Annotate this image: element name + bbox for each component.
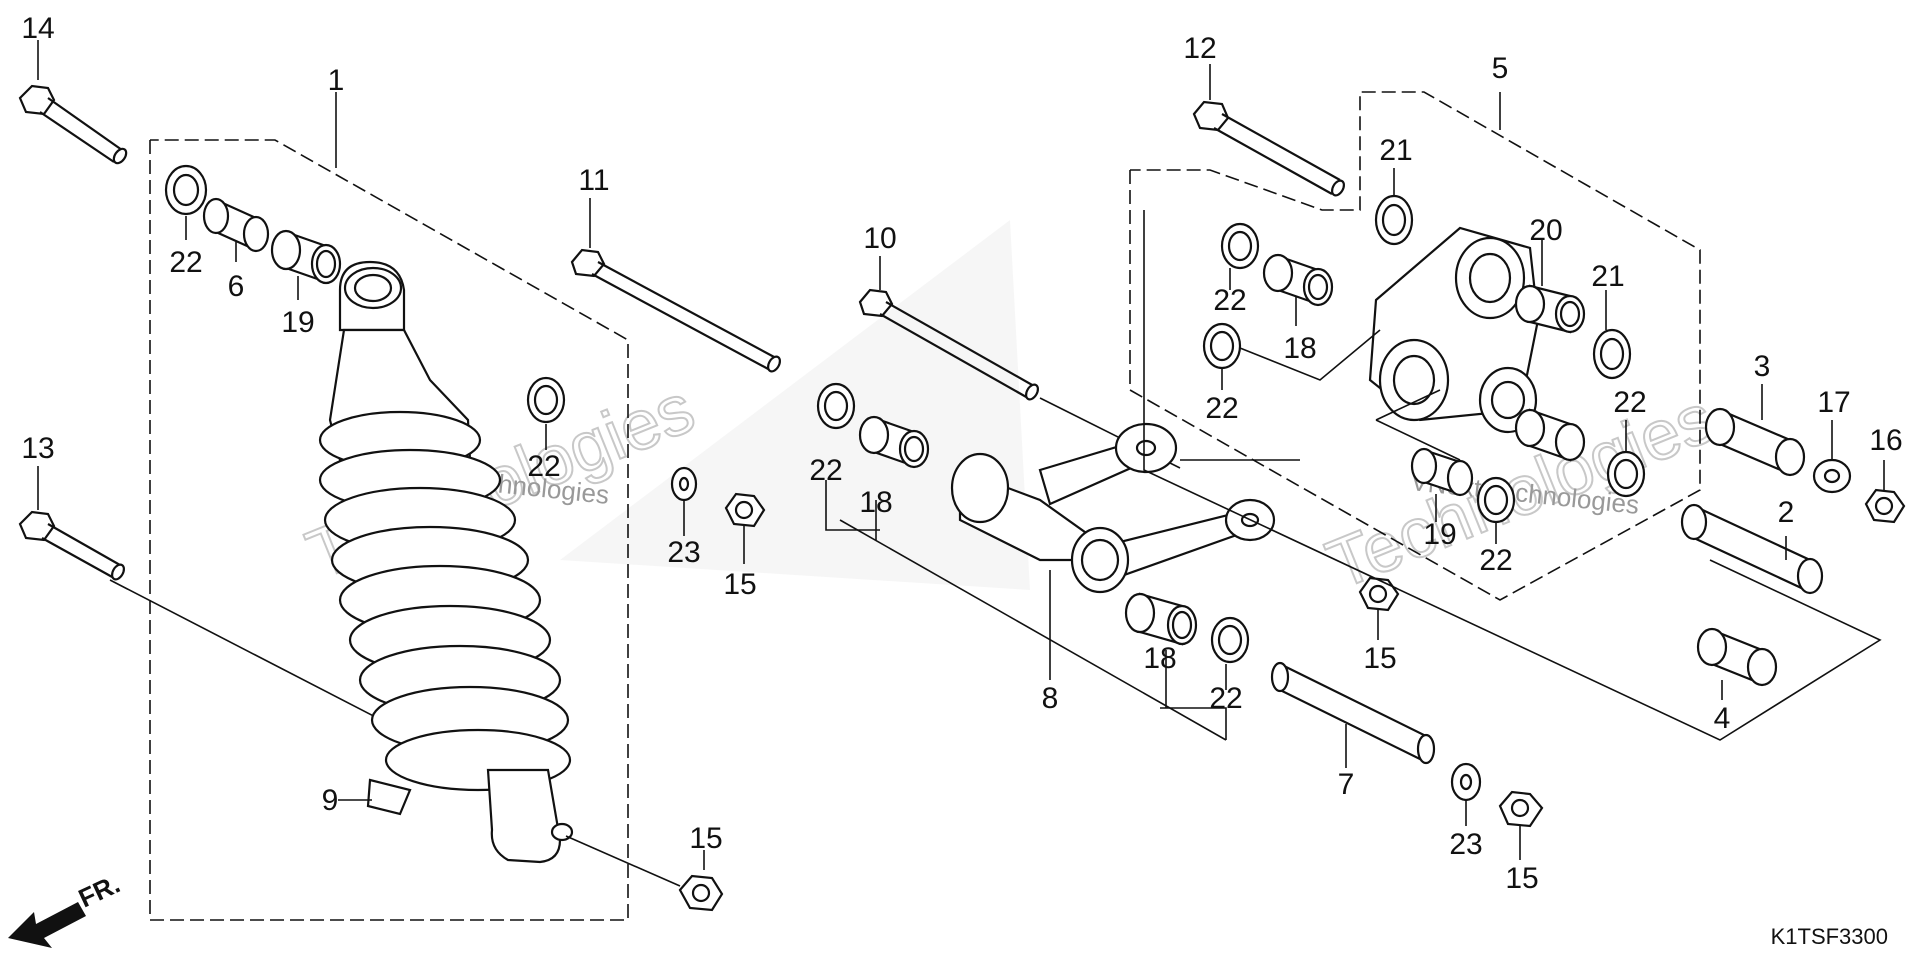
nut-15-lower bbox=[678, 874, 724, 912]
bearing-20 bbox=[1514, 284, 1586, 334]
clip-9 bbox=[366, 778, 412, 816]
rear-shock-absorber bbox=[318, 260, 574, 864]
callout-19: 19 bbox=[281, 306, 314, 339]
nut-15-upper bbox=[724, 492, 766, 528]
callout-1: 1 bbox=[328, 64, 345, 97]
callout-18: 18 bbox=[1143, 642, 1176, 675]
shock-absorber-group bbox=[18, 40, 724, 921]
seal-22-rocker-lower bbox=[1476, 476, 1516, 524]
callout-labels: 14 1 22 6 19 11 10 12 5 21 20 21 22 18 2… bbox=[21, 12, 1902, 895]
bearing-19-left bbox=[270, 229, 342, 285]
seal-22-rocker-right bbox=[1606, 450, 1646, 498]
callout-13: 13 bbox=[21, 432, 54, 465]
nut-15-link bbox=[1358, 576, 1400, 612]
callout-12: 12 bbox=[1183, 32, 1216, 65]
seal-22-rocker-upper bbox=[1220, 222, 1260, 270]
callout-17: 17 bbox=[1817, 386, 1850, 419]
seal-21-upper bbox=[1374, 194, 1414, 246]
callout-9: 9 bbox=[322, 784, 339, 817]
callout-15: 15 bbox=[723, 568, 756, 601]
callout-21: 21 bbox=[1379, 134, 1412, 167]
nut-16 bbox=[1864, 488, 1906, 524]
cushion-arm-8 bbox=[950, 422, 1276, 594]
bearing-18-link-right bbox=[1124, 592, 1198, 646]
callout-20: 20 bbox=[1529, 214, 1562, 247]
callout-22: 22 bbox=[527, 450, 560, 483]
collar-2 bbox=[1680, 503, 1824, 595]
nut-15-bottom-right bbox=[1498, 790, 1544, 828]
washer-23-lower bbox=[1450, 762, 1482, 802]
callout-5: 5 bbox=[1492, 52, 1509, 85]
front-arrow-label: FR. bbox=[74, 869, 125, 914]
collar-6 bbox=[202, 197, 270, 253]
callout-4: 4 bbox=[1714, 702, 1731, 735]
front-arrow: FR. bbox=[8, 869, 125, 948]
shaft-7 bbox=[1270, 661, 1436, 765]
callout-22: 22 bbox=[1479, 544, 1512, 577]
callout-11: 11 bbox=[578, 164, 609, 197]
bearing-rocker-lower bbox=[1514, 408, 1586, 462]
callout-23: 23 bbox=[667, 536, 700, 569]
callout-22: 22 bbox=[1209, 682, 1242, 715]
rocker-group bbox=[1129, 64, 1906, 860]
collar-4 bbox=[1696, 627, 1778, 687]
callout-14: 14 bbox=[21, 12, 54, 45]
diagram-code: K1TSF3300 bbox=[1771, 924, 1888, 949]
callout-10: 10 bbox=[863, 222, 896, 255]
bearing-19-rocker bbox=[1410, 447, 1474, 497]
callout-8: 8 bbox=[1042, 682, 1059, 715]
callout-15: 15 bbox=[1363, 642, 1396, 675]
callout-22: 22 bbox=[809, 454, 842, 487]
callout-23: 23 bbox=[1449, 828, 1482, 861]
callout-22: 22 bbox=[1613, 386, 1646, 419]
bolt-10 bbox=[858, 288, 1039, 401]
seal-22-shock bbox=[526, 376, 566, 424]
callout-16: 16 bbox=[1869, 424, 1902, 457]
seal-22-link-right bbox=[1210, 616, 1250, 664]
callout-15: 15 bbox=[689, 822, 722, 855]
callout-22: 22 bbox=[1213, 284, 1246, 317]
callout-21: 21 bbox=[1591, 260, 1624, 293]
seal-22-link-left bbox=[816, 382, 856, 430]
collar-3 bbox=[1704, 407, 1806, 477]
washer-23-upper bbox=[670, 466, 698, 502]
callout-18: 18 bbox=[1283, 332, 1316, 365]
bolt-12 bbox=[1192, 100, 1345, 197]
callout-19: 19 bbox=[1423, 518, 1456, 551]
bolt-14 bbox=[18, 84, 128, 165]
seal-22-rocker-mid bbox=[1202, 322, 1242, 370]
bearing-18-link-left bbox=[858, 415, 930, 469]
callout-22: 22 bbox=[1205, 392, 1238, 425]
bolt-13 bbox=[18, 510, 125, 581]
callout-3: 3 bbox=[1754, 350, 1771, 383]
bearing-18-rocker bbox=[1262, 253, 1334, 307]
callout-2: 2 bbox=[1778, 496, 1795, 529]
seal-21-right bbox=[1592, 328, 1632, 380]
callout-18: 18 bbox=[859, 486, 892, 519]
callout-15: 15 bbox=[1505, 862, 1538, 895]
callout-7: 7 bbox=[1338, 768, 1355, 801]
washer-17 bbox=[1812, 458, 1852, 494]
rocker-arm-5 bbox=[1368, 226, 1540, 434]
bolt-11 bbox=[570, 248, 781, 373]
callout-22: 22 bbox=[169, 246, 202, 279]
callout-6: 6 bbox=[228, 270, 245, 303]
linkage-group bbox=[570, 198, 1400, 741]
seal-22-left bbox=[164, 164, 208, 216]
